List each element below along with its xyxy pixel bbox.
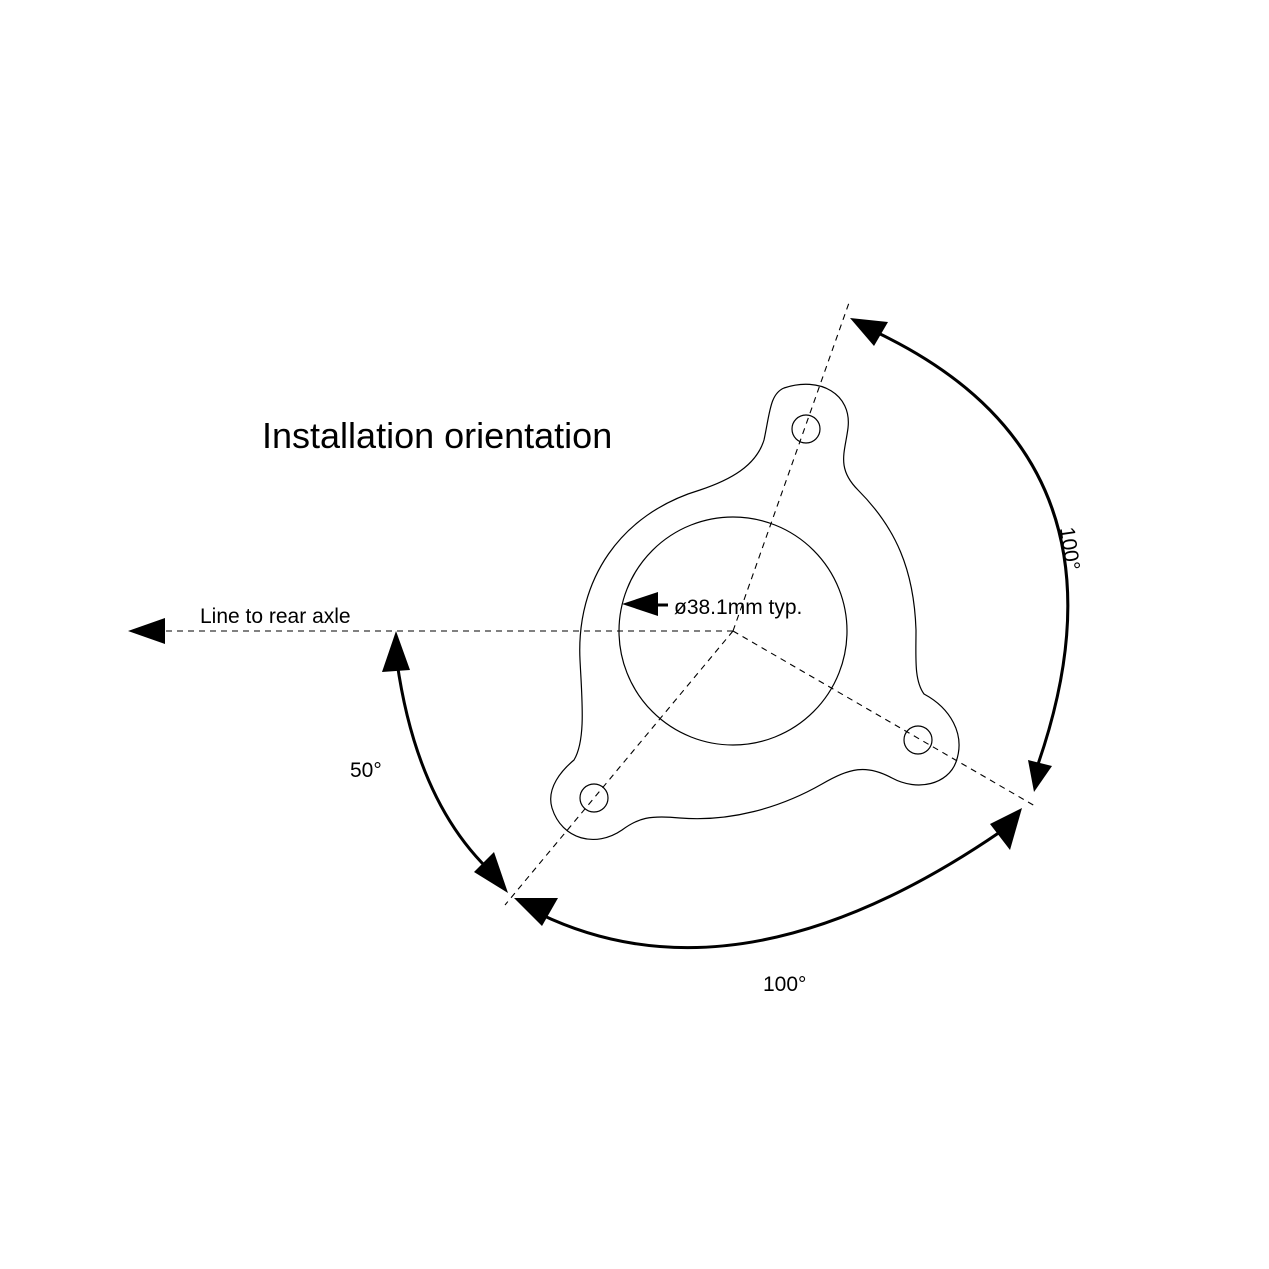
angle-label-100-right: 100° [1055, 525, 1084, 571]
centerline-right [732, 630, 1036, 807]
arc-50 [395, 661, 501, 882]
diagram-title: Installation orientation [262, 415, 612, 456]
bolt-hole-left [579, 783, 609, 813]
centerline-top [732, 299, 851, 632]
bolt-hole-top [791, 414, 821, 444]
arc-50-arrow-bottom-icon [474, 852, 508, 893]
arc-100-bottom-arrow-left-icon [514, 898, 558, 926]
angle-label-50: 50° [350, 759, 382, 782]
rear-axle-arrow-icon [128, 618, 165, 644]
bolt-hole-right [903, 725, 933, 755]
arc-100-bottom [539, 830, 1001, 950]
arc-50-arrow-top-icon [382, 631, 410, 672]
arc-100-right-arrow-top-icon [850, 318, 888, 346]
arc-100-right-arrow-bottom-icon [1028, 760, 1052, 792]
arc-100-bottom-arrow-right-icon [990, 808, 1022, 850]
bore-diameter-label: ø38.1mm typ. [674, 596, 802, 619]
bore-leader-arrow-icon [622, 592, 658, 616]
angle-label-100-bottom: 100° [763, 973, 806, 996]
centerline-left [504, 630, 734, 906]
flange-outline [550, 383, 960, 841]
arc-100-right [875, 330, 1070, 771]
rear-axle-label: Line to rear axle [200, 605, 351, 628]
